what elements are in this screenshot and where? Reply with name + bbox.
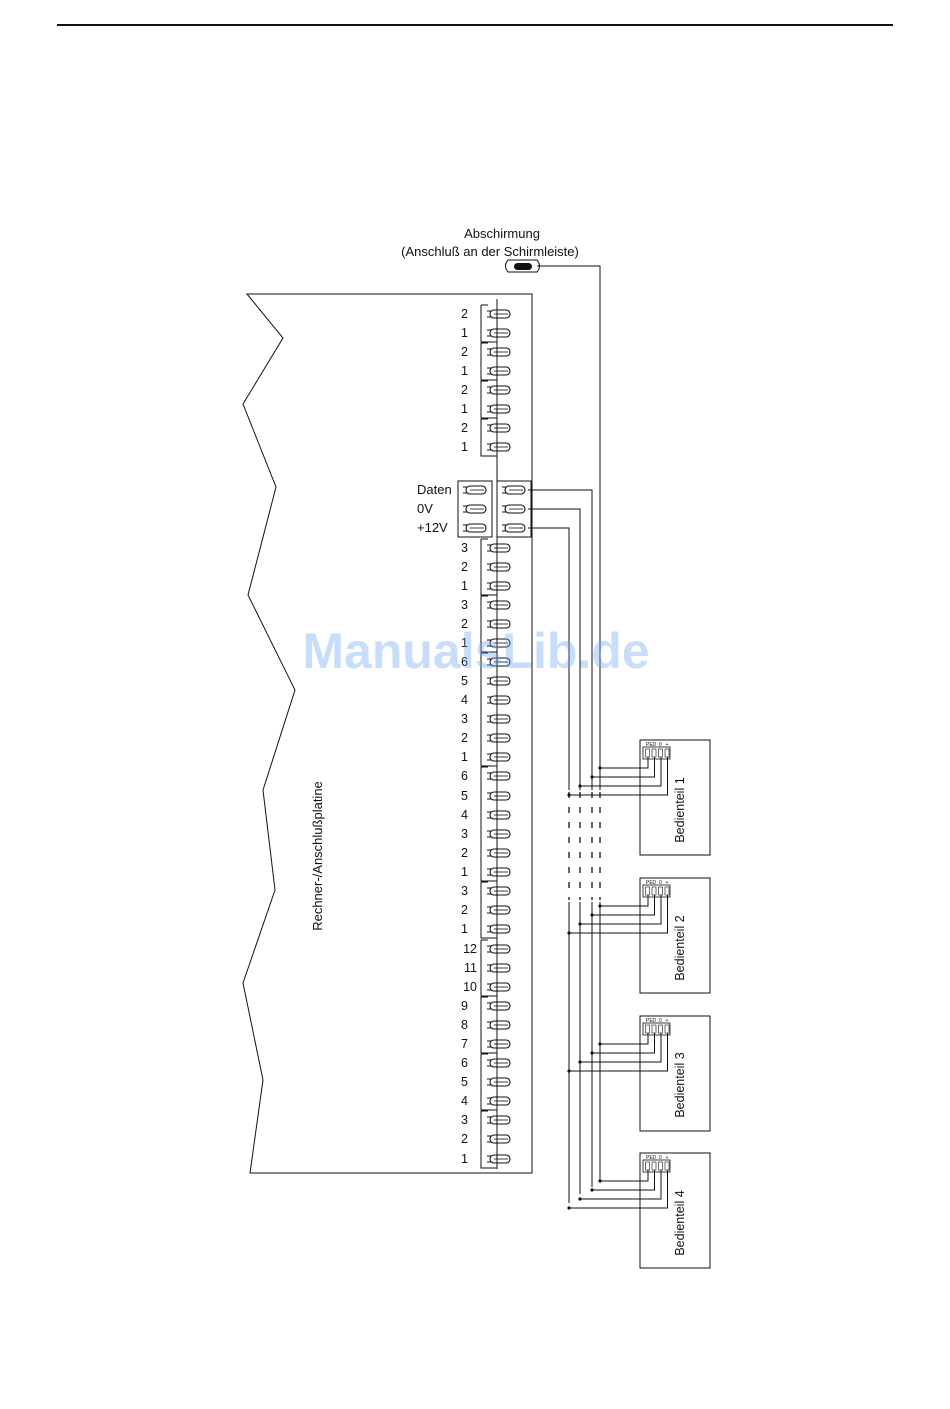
terminal-label: 2 xyxy=(461,307,468,321)
terminal-label: 3 xyxy=(461,541,468,555)
terminal-label: 1 xyxy=(461,922,468,936)
bus-label-data: Daten xyxy=(417,482,452,497)
terminal-label: 2 xyxy=(461,345,468,359)
unit-pin-label: D xyxy=(653,1155,657,1161)
unit-pin-label: + xyxy=(666,1155,669,1161)
terminal-label: 2 xyxy=(461,383,468,397)
junction-dot xyxy=(598,1179,601,1182)
unit-pin xyxy=(659,1025,663,1033)
unit-label: Bedienteil 3 xyxy=(673,1052,687,1117)
terminal-label: 3 xyxy=(461,598,468,612)
terminal-label: 1 xyxy=(461,440,468,454)
terminal-label: 9 xyxy=(461,999,468,1013)
junction-dot xyxy=(590,913,593,916)
unit-pin-label: 0 xyxy=(659,742,662,748)
unit-pin xyxy=(652,1162,656,1170)
junction-dot xyxy=(590,1188,593,1191)
unit-pin xyxy=(665,887,669,895)
junction-dot xyxy=(578,1197,581,1200)
terminal-label: 2 xyxy=(461,903,468,917)
terminal-label: 1 xyxy=(461,750,468,764)
junction-dot xyxy=(598,1042,601,1045)
terminal-label: 5 xyxy=(461,789,468,803)
terminal-label: 7 xyxy=(461,1037,468,1051)
unit-pin xyxy=(652,749,656,757)
terminal-label: 8 xyxy=(461,1018,468,1032)
terminal-label: 3 xyxy=(461,884,468,898)
junction-dot xyxy=(567,1069,570,1072)
terminal-label: 5 xyxy=(461,1075,468,1089)
terminal-label: 4 xyxy=(461,808,468,822)
terminal-label: 4 xyxy=(461,693,468,707)
unit-label: Bedienteil 4 xyxy=(673,1190,687,1255)
junction-dot xyxy=(598,904,601,907)
unit-pin xyxy=(652,1025,656,1033)
unit-pin xyxy=(665,1025,669,1033)
junction-dot xyxy=(567,1206,570,1209)
terminal-label: 6 xyxy=(461,769,468,783)
junction-dot xyxy=(567,931,570,934)
terminal-label: 12 xyxy=(463,942,477,956)
shield-title: Abschirmung xyxy=(464,226,540,241)
unit-pin-label: + xyxy=(666,1018,669,1024)
junction-dot xyxy=(578,784,581,787)
unit-pin xyxy=(665,1162,669,1170)
junction-dot xyxy=(567,793,570,796)
terminal-label: 11 xyxy=(464,961,477,975)
terminal-label: 1 xyxy=(461,1152,468,1166)
terminal-label: 3 xyxy=(461,827,468,841)
unit-pin-label: + xyxy=(666,880,669,886)
unit-pin xyxy=(646,887,650,895)
operator-units: Bedienteil 1 Bedienteil 2 Bedienteil 3 B… xyxy=(640,740,710,1268)
terminal-label: 2 xyxy=(461,560,468,574)
bus-label-12v: +12V xyxy=(417,520,448,535)
junction-dot xyxy=(590,1051,593,1054)
terminal-label: 6 xyxy=(461,1056,468,1070)
unit-pin xyxy=(646,1162,650,1170)
unit-pin-label: 0 xyxy=(659,880,662,886)
terminal-label: 1 xyxy=(461,402,468,416)
junction-dot xyxy=(578,1060,581,1063)
unit-pin xyxy=(659,887,663,895)
unit-pin xyxy=(646,1025,650,1033)
terminal-label: 2 xyxy=(461,1132,468,1146)
junction-dot xyxy=(598,766,601,769)
watermark: ManualsLib.de xyxy=(302,623,649,679)
terminal-label: 3 xyxy=(461,1113,468,1127)
unit-pin-label: D xyxy=(653,742,657,748)
shield-connector-icon xyxy=(506,260,540,272)
terminal-label: 4 xyxy=(461,1094,468,1108)
terminal-label: 2 xyxy=(461,421,468,435)
shield-subtitle: (Anschluß an der Schirmleiste) xyxy=(401,244,579,259)
unit-pin xyxy=(665,749,669,757)
unit-pin-label: 0 xyxy=(659,1155,662,1161)
bus-label-0v: 0V xyxy=(417,501,433,516)
terminal-label: 1 xyxy=(461,579,468,593)
unit-pin-label: D xyxy=(653,1018,657,1024)
terminal-label: 2 xyxy=(461,846,468,860)
unit-label: Bedienteil 2 xyxy=(673,915,687,980)
terminal-label: 10 xyxy=(463,980,477,994)
terminal-label: 1 xyxy=(461,364,468,378)
terminal-label: 2 xyxy=(461,731,468,745)
terminal-label: 1 xyxy=(461,326,468,340)
unit-label: Bedienteil 1 xyxy=(673,777,687,842)
unit-pin-label: 0 xyxy=(659,1018,662,1024)
junction-dot xyxy=(590,775,593,778)
unit-pin xyxy=(659,1162,663,1170)
junction-dot xyxy=(578,922,581,925)
unit-pin xyxy=(646,749,650,757)
continuation-dashes xyxy=(564,790,606,902)
terminal-label: 3 xyxy=(461,712,468,726)
terminal-label: 1 xyxy=(461,865,468,879)
unit-pin-label: + xyxy=(666,742,669,748)
board-label: Rechner-/Anschlußplatine xyxy=(310,781,325,931)
unit-pin xyxy=(652,887,656,895)
unit-pin-label: D xyxy=(653,880,657,886)
unit-pin xyxy=(659,749,663,757)
